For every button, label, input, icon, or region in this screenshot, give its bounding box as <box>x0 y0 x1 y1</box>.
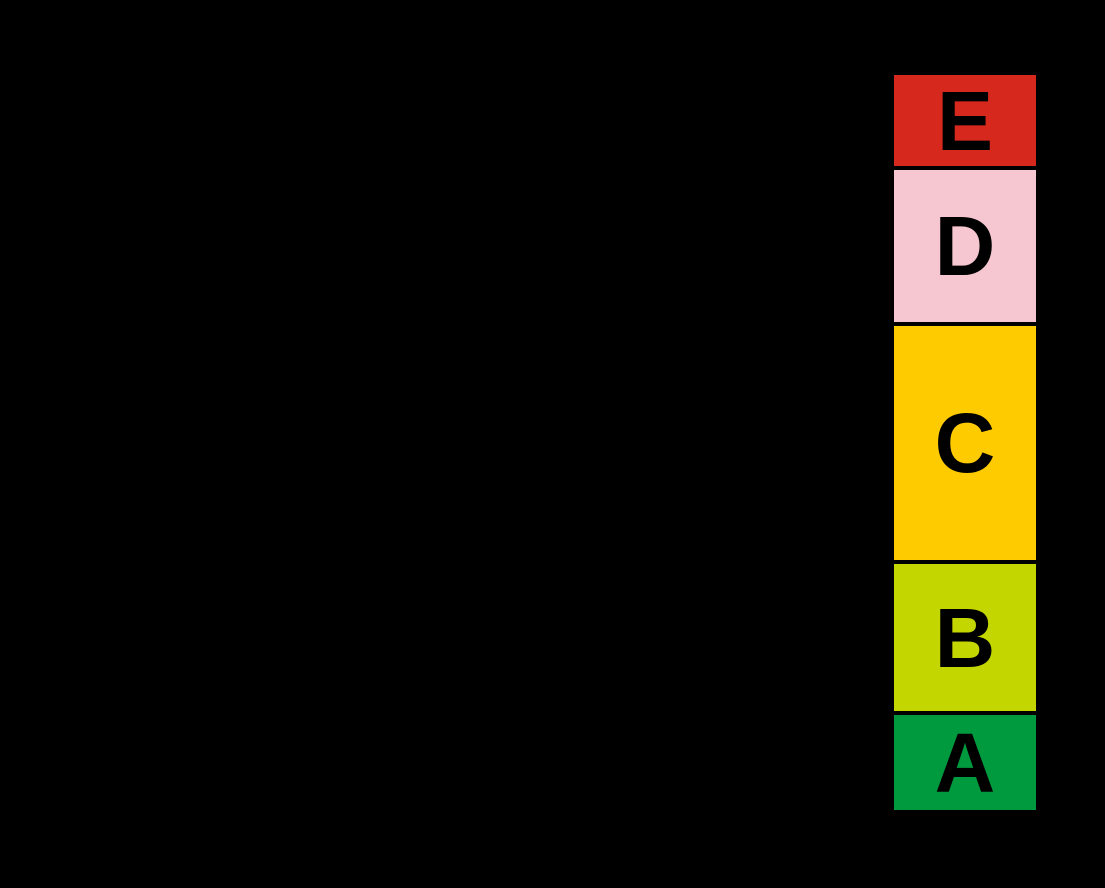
rating-band-c: C <box>894 326 1036 560</box>
rating-band-label: C <box>934 396 996 490</box>
rating-band-b: B <box>894 564 1036 711</box>
rating-band-label: E <box>936 73 994 168</box>
rating-band-e: E <box>894 75 1036 166</box>
rating-band-label: A <box>934 715 996 810</box>
rating-band-a: A <box>894 715 1036 810</box>
rating-band-label: D <box>934 199 996 293</box>
rating-band-label: B <box>934 590 996 685</box>
rating-band-d: D <box>894 170 1036 322</box>
